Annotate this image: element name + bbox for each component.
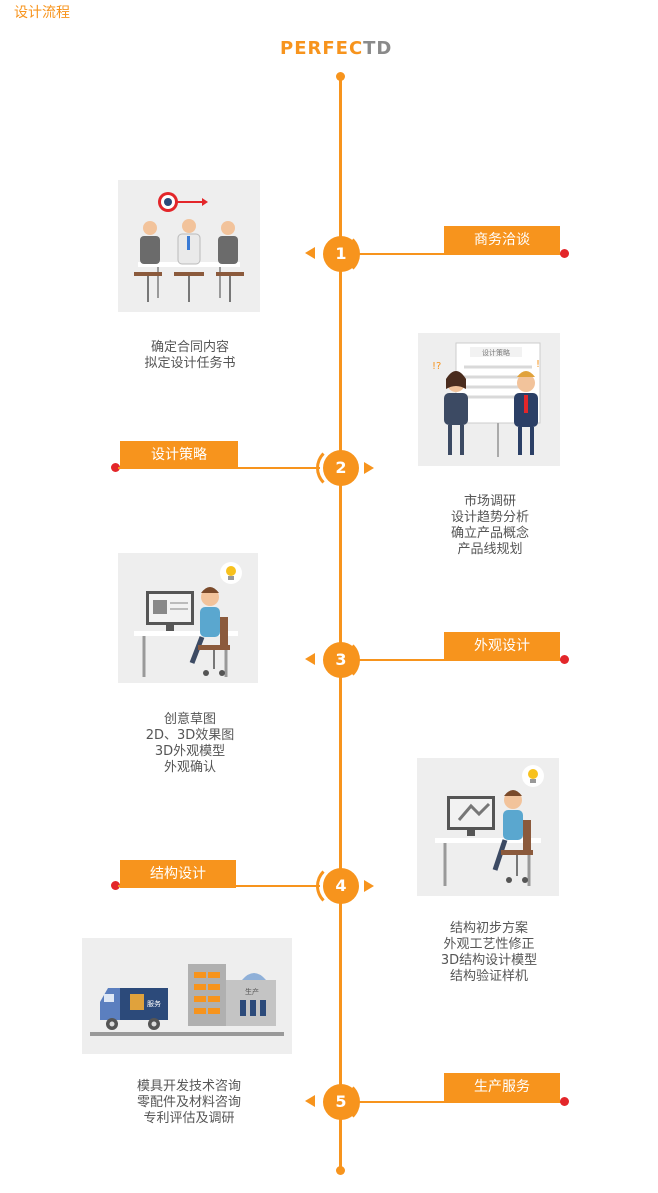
truck-text: 服务: [147, 999, 161, 1008]
logo-accent-text: TD: [363, 38, 393, 59]
page-title: 设计流程: [14, 5, 70, 21]
timeline-end-dot: [336, 1166, 345, 1175]
step-5-connector: [359, 1101, 564, 1103]
step-4-arrow: [364, 880, 374, 892]
step-4-dot: [111, 881, 120, 890]
brand-logo: PERFECTD: [280, 38, 392, 59]
appearance-design-illustration: [118, 553, 258, 683]
timeline-start-dot: [336, 72, 345, 81]
step-2-node: 2: [323, 450, 359, 486]
step-2-arrow: [364, 462, 374, 474]
step-3-label: 外观设计: [444, 632, 560, 660]
step-1-connector: [359, 253, 564, 255]
step-2-connector: [118, 467, 320, 469]
step-5-description: 模具开发技术咨询 零配件及材料咨询 专利评估及调研: [136, 1079, 241, 1126]
meeting-illustration: [118, 180, 260, 312]
step-2-label: 设计策略: [120, 441, 238, 469]
step-4-node: 4: [323, 868, 359, 904]
board-text: 设计策略: [482, 348, 510, 357]
step-1-node: 1: [323, 236, 359, 272]
step-3-dot: [560, 655, 569, 664]
step-4-label: 结构设计: [120, 860, 236, 888]
step-4-description: 结构初步方案 外观工艺性修正 3D结构设计模型 结构验证样机: [440, 921, 538, 984]
step-2-dot: [111, 463, 120, 472]
step-5-arrow: [305, 1095, 315, 1107]
step-4-connector: [118, 885, 320, 887]
svg-text:!?: !?: [432, 361, 441, 372]
step-2-description: 市场调研 设计趋势分析 确立产品概念 产品线规划: [450, 494, 529, 557]
production-illustration: 服务 生产: [82, 938, 292, 1054]
step-5-dot: [560, 1097, 569, 1106]
step-4-bracket: [316, 864, 360, 908]
step-1-arrow: [305, 247, 315, 259]
step-2-bracket: [316, 446, 360, 490]
step-3-connector: [359, 659, 564, 661]
step-1-label: 商务洽谈: [444, 226, 560, 254]
step-3-node: 3: [323, 642, 359, 678]
timeline-line: [339, 74, 342, 1172]
structure-design-illustration: [417, 758, 559, 896]
step-3-description: 创意草图 2D、3D效果图 3D外观模型 外观确认: [145, 712, 235, 775]
step-1-description: 确定合同内容 拟定设计任务书: [144, 340, 236, 371]
step-1-dot: [560, 249, 569, 258]
logo-main-text: PERFEC: [280, 38, 364, 59]
step-3-arrow: [305, 653, 315, 665]
svg-text:!: !: [536, 359, 540, 370]
step-5-node: 5: [323, 1084, 359, 1120]
strategy-illustration: 设计策略 !? !: [418, 333, 560, 466]
factory-text: 生产: [245, 987, 259, 996]
step-5-label: 生产服务: [444, 1073, 560, 1101]
